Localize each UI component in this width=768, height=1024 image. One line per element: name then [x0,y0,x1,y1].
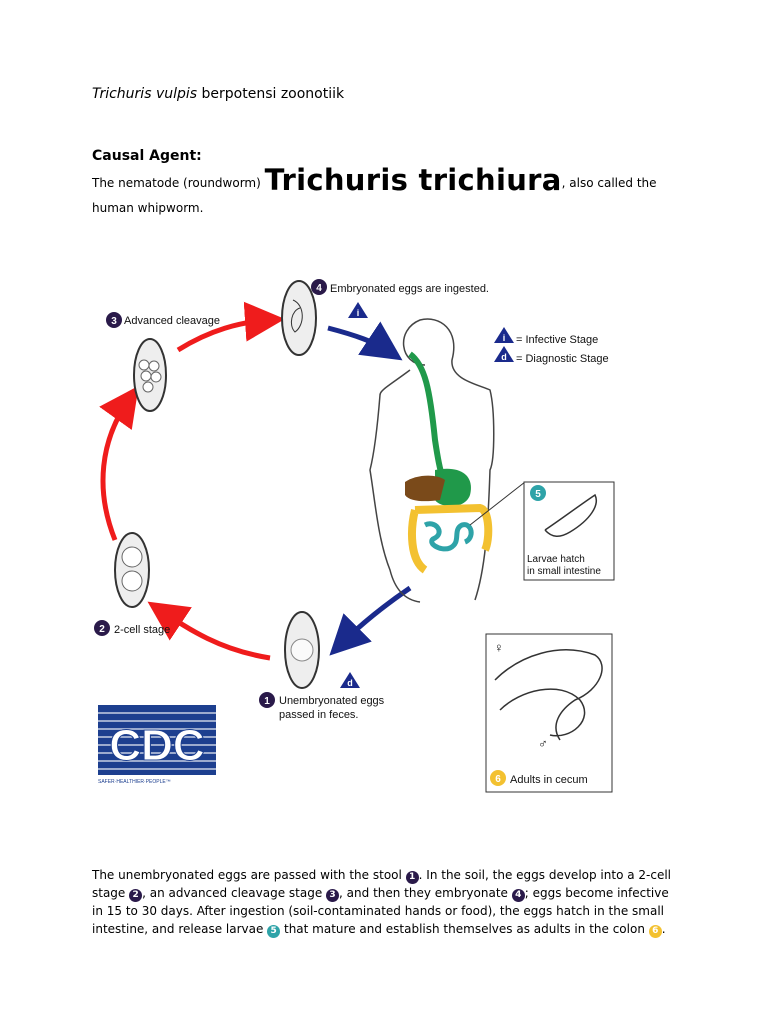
svg-text:d: d [347,678,353,688]
inline-badge-6: 6 [648,925,662,938]
label-step-1a: Unembryonated eggs [279,695,385,707]
larvae-panel: 5 Larvae hatch in small intestine [523,481,615,581]
para-text-4: , and then they embryonate [339,886,512,900]
legend-diagnostic: = Diagnostic Stage [516,353,609,365]
description-post: , also called the human whipworm. [92,176,657,215]
svg-text:4: 4 [316,283,322,294]
label-step-2: 2-cell stage [114,624,170,636]
egg-embryonated [281,280,317,356]
species-title: Trichuris trichiura [264,163,562,197]
egg-advanced-cleavage [133,338,167,412]
life-cycle-diagram: 4 3 2 1 Advanced cleavage Embryonated eg… [94,279,615,793]
badge-step-1: 1 [259,692,275,708]
cdc-logo-text: CDC [109,721,204,770]
svg-text:3: 3 [111,316,117,327]
small-intestine [423,521,474,552]
esophagus [408,351,445,477]
species-name: Trichuris vulpis [92,86,198,102]
infective-stage-marker: i [348,302,368,318]
inline-badge-4: 4 [511,889,525,902]
human-body-outline [369,318,495,603]
page-intro-line: Trichuris vulpis berpotensi zoonotiik [92,86,344,102]
inline-badge-3: 3 [326,889,340,902]
arrow-host-to-1 [329,585,412,656]
legend: i = Infective Stage d = Diagnostic Stage [494,327,609,365]
para-text-6: that mature and establish themselves as … [280,922,649,936]
svg-text:d: d [501,352,507,362]
svg-text:6: 6 [495,774,501,785]
pointer-larvae [469,481,526,526]
arrow-4-to-host [327,321,403,361]
badge-step-3: 3 [106,312,122,328]
arrow-3-to-4 [176,301,285,353]
svg-text:i: i [503,333,506,343]
female-symbol: ♀ [494,640,504,655]
para-text-2: . In the soil, the eggs develop into a 2… [92,868,672,900]
badge-step-4: 4 [311,279,327,295]
cdc-logo: CDC SAFER·HEALTHIER·PEOPLE™ [98,705,216,785]
male-symbol: ♂ [538,736,548,751]
large-intestine [408,503,493,574]
para-text-5: ; eggs become infective in 15 to 30 days… [92,886,669,936]
svg-text:2: 2 [99,624,105,635]
cdc-tagline: SAFER·HEALTHIER·PEOPLE™ [98,779,171,785]
legend-infective: = Infective Stage [516,334,598,346]
para-text-7: . [661,922,666,936]
causal-agent-heading: Causal Agent: [92,148,202,164]
intro-rest: berpotensi zoonotiik [197,86,345,102]
liver [405,475,445,502]
para-text-1: The unembryonated eggs are passed with t… [92,868,406,882]
causal-agent-description: The nematode (roundworm) Trichuris trich… [92,166,692,221]
inline-badge-5: 5 [267,925,281,938]
para-text-3: , an advanced cleavage stage [142,886,327,900]
label-step-5a: Larvae hatch [527,554,585,565]
adults-panel: ♀ ♂ 6 Adults in cecum [485,633,613,793]
egg-2-cell [114,532,150,608]
arrow-1-to-2 [147,601,271,661]
label-step-3: Advanced cleavage [124,315,220,327]
arrow-2-to-3 [99,385,139,541]
svg-text:i: i [357,308,360,318]
label-step-5b: in small intestine [527,566,601,577]
svg-text:1: 1 [264,696,270,707]
label-step-1b: passed in feces. [279,709,359,721]
stomach [435,468,471,507]
inline-badge-1: 1 [405,871,419,884]
life-cycle-description: The unembryonated eggs are passed with t… [92,866,682,938]
egg-unembryonated [284,611,320,689]
diagnostic-stage-marker: d [340,672,360,688]
svg-text:5: 5 [535,489,541,500]
label-step-4: Embryonated eggs are ingested. [330,283,489,295]
badge-step-2: 2 [94,620,110,636]
label-step-6: Adults in cecum [510,774,588,786]
description-pre: The nematode (roundworm) [92,176,265,190]
inline-badge-2: 2 [129,889,143,902]
